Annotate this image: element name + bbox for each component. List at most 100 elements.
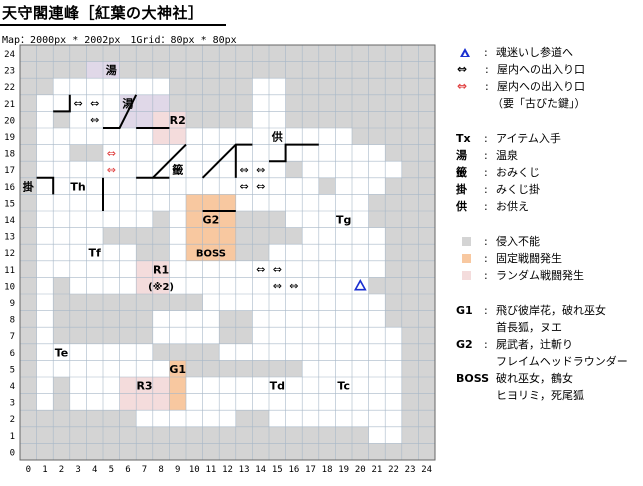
page-title: 天守閣連峰［紅葉の大神社］ — [2, 4, 204, 22]
map-label: 湯 — [106, 63, 117, 77]
locked-door-arrow-icon: ⇔ — [457, 79, 468, 93]
y-axis-tick-label: 22 — [4, 83, 15, 93]
fixed-battle-swatch — [462, 253, 471, 263]
legend-yu-symbol: 湯 — [456, 149, 467, 162]
map-size-caption: Map：2000px * 2002px 1Grid：80px * 80px — [2, 35, 237, 46]
y-axis-tick-label: 3 — [10, 399, 15, 409]
legend-blocked-label: 侵入不能 — [496, 235, 540, 248]
y-axis-tick-label: 14 — [4, 216, 15, 226]
legend-sonae-symbol: 供 — [456, 200, 467, 213]
map-label: 籤 — [172, 163, 183, 177]
start-triangle-icon — [353, 279, 367, 291]
door-arrow-icon: ⇔ — [457, 62, 468, 76]
x-axis-tick-label: 9 — [175, 465, 180, 475]
title-underline — [0, 24, 226, 26]
x-axis-tick-label: 3 — [75, 465, 80, 475]
x-axis-tick-label: 15 — [272, 465, 283, 475]
x-axis-tick-label: 21 — [371, 465, 382, 475]
y-axis-tick-label: 7 — [10, 332, 15, 342]
map-label: BOSS — [196, 249, 226, 260]
map-label: G1 — [169, 363, 186, 376]
x-axis-tick-label: 23 — [405, 465, 416, 475]
legend-row-start: :魂迷いし参道へ — [456, 44, 573, 60]
map-label: Td — [270, 379, 285, 392]
wall-segment — [201, 143, 253, 179]
door-arrow-icon: ⇔ — [273, 280, 282, 293]
wall-segment — [269, 143, 319, 163]
y-axis-tick-label: 23 — [4, 67, 15, 77]
legend-row-sonae: 供 :お供え — [456, 199, 529, 214]
x-axis-tick-label: 12 — [222, 465, 233, 475]
legend-kuji-symbol: 籤 — [456, 166, 467, 179]
x-axis-tick-label: 7 — [142, 465, 147, 475]
map-label: G2 — [203, 213, 220, 226]
y-axis-tick-label: 20 — [4, 116, 15, 126]
legend-tx-label: アイテム入手 — [496, 132, 561, 145]
y-axis-tick-label: 1 — [10, 432, 15, 442]
map-label: (※2) — [148, 281, 174, 293]
legend-row-kake: 掛 :みくじ掛 — [456, 182, 540, 197]
door-arrow-icon: ⇔ — [273, 263, 282, 276]
y-axis-tick-label: 18 — [4, 150, 15, 160]
y-axis-tick-label: 4 — [10, 382, 15, 392]
map-walls — [36, 94, 319, 212]
door-arrow-icon: ⇔ — [256, 263, 265, 276]
y-axis-tick-label: 13 — [4, 233, 15, 243]
y-axis-tick-label: 6 — [10, 349, 15, 359]
x-axis-tick-label: 6 — [125, 465, 130, 475]
map-label: Tg — [336, 213, 351, 226]
door-arrow-icon: ⇔ — [90, 114, 99, 127]
legend-start-label: 魂迷いし参道へ — [496, 46, 573, 59]
map-label: Te — [55, 346, 69, 359]
y-axis-tick-label: 11 — [4, 266, 15, 276]
y-axis-tick-label: 21 — [4, 100, 15, 110]
door-arrow-icon: ⇔ — [256, 164, 265, 177]
legend-row-random: :ランダム戦闘発生 — [456, 267, 584, 283]
map-label: 供 — [271, 129, 283, 143]
legend-door-red-note: （要「古びた鍵」） — [492, 97, 586, 110]
map-label: Th — [70, 180, 85, 193]
legend-sonae-label: お供え — [496, 200, 529, 213]
x-axis-tick-label: 5 — [109, 465, 114, 475]
door-arrow-icon: ⇔ — [73, 97, 82, 110]
legend-kuji-label: おみくじ — [496, 166, 540, 179]
map-label: Tc — [337, 379, 350, 392]
blocked-swatch — [462, 236, 471, 246]
legend-row-blocked: :侵入不能 — [456, 233, 540, 249]
legend-door-label: 屋内への出入り口 — [497, 63, 585, 76]
door-arrow-icon: ⇔ — [90, 97, 99, 110]
walkable-area — [36, 128, 87, 145]
x-axis-tick-label: 10 — [189, 465, 200, 475]
legend-row-g2: G2 :屍武者，辻斬り — [456, 337, 573, 352]
x-axis-tick-label: 4 — [92, 465, 97, 475]
door-arrow-icon: ⇔ — [239, 180, 248, 193]
legend-g2-symbol: G2 — [456, 337, 473, 351]
y-axis-tick-label: 8 — [10, 316, 15, 326]
x-axis-tick-label: 13 — [239, 465, 250, 475]
door-arrow-icon: ⇔ — [289, 280, 298, 293]
legend-boss-line1: 破れ巫女，鶴女 — [496, 372, 573, 385]
map-label: 湯 — [122, 96, 133, 110]
y-axis-tick-label: 24 — [4, 50, 15, 60]
y-axis-tick-label: 12 — [4, 249, 15, 259]
wall-segment — [103, 94, 138, 129]
y-axis-tick-label: 15 — [4, 199, 15, 209]
legend-row-yu: 湯 :温泉 — [456, 148, 518, 163]
blocked-area — [119, 294, 203, 311]
x-axis-tick-label: 2 — [59, 465, 64, 475]
legend-fixed-label: 固定戦闘発生 — [496, 252, 562, 265]
y-axis-tick-label: 17 — [4, 166, 15, 176]
legend-kake-label: みくじ掛 — [496, 183, 540, 196]
legend-row-door-red: ⇔ :屋内への出入り口 — [457, 79, 585, 93]
legend-row-g1: G1 :飛び彼岸花，破れ巫女 — [456, 303, 606, 318]
wall-segment — [36, 176, 55, 195]
y-axis-tick-label: 2 — [10, 415, 15, 425]
x-axis-tick-label: 16 — [288, 465, 299, 475]
x-axis-tick-label: 11 — [205, 465, 216, 475]
legend-boss-symbol: BOSS — [456, 371, 490, 385]
legend-yu-label: 温泉 — [496, 149, 518, 162]
y-axis-tick-label: 16 — [4, 183, 15, 193]
fixed-battle-zone — [169, 360, 186, 411]
